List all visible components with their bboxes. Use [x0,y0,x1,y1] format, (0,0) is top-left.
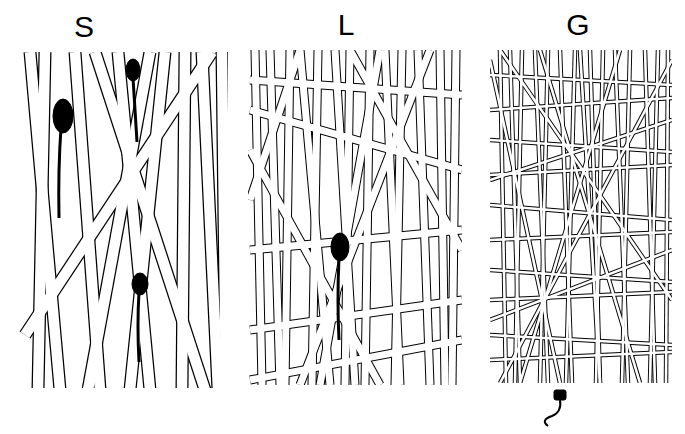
fiber-panel [250,50,462,385]
fiber-panel [25,52,226,388]
sperm-cells [53,59,566,426]
panel-label: S [74,12,94,42]
panel-label: G [566,10,589,40]
fiber-panel [490,50,672,383]
panel-label: L [338,10,355,40]
